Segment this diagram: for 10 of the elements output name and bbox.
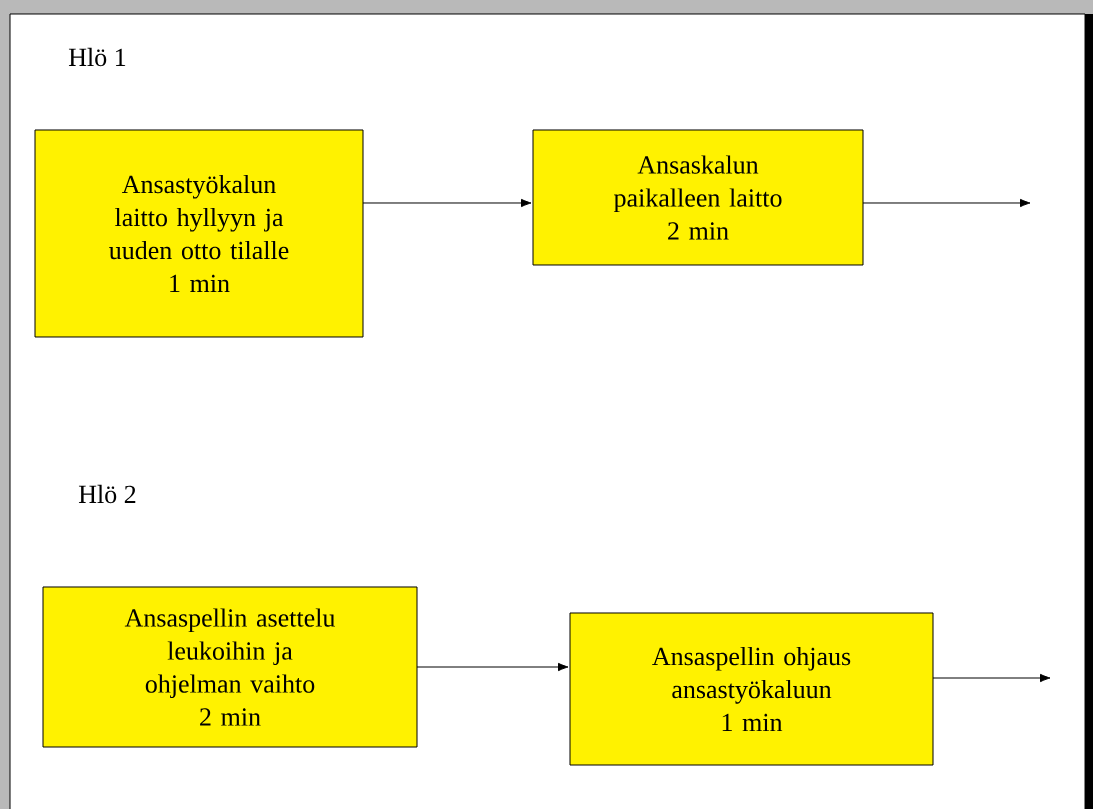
arrow [862,198,1031,208]
lane-label: Hlö 1 [68,47,126,67]
process-box: Ansastyökalun laitto hyllyyn ja uuden otto tilalle 1 min [34,129,364,338]
arrow [932,673,1051,683]
arrow [416,662,569,672]
lane-label: Hlö 2 [78,484,136,504]
process-box: Ansaspellin ohjaus ansastyökaluun 1 min [569,612,934,766]
process-box: Ansaskalun paikalleen laitto 2 min [532,129,864,266]
arrow [362,198,532,208]
process-box: Ansaspellin asettelu leukoihin ja ohjelman vaihto 2 min [42,586,418,748]
